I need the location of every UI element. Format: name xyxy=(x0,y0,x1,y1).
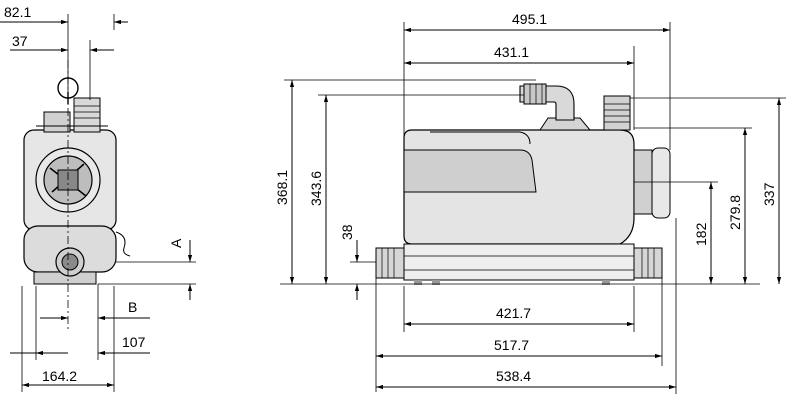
dim-a: A xyxy=(98,238,196,300)
dim-182: 182 xyxy=(634,181,718,284)
dim-279-8-label: 279.8 xyxy=(727,195,743,230)
dim-279-8: 279.8 xyxy=(634,127,752,284)
dim-82-1: 82.1 xyxy=(0,4,128,100)
dim-538-4: 538.4 xyxy=(376,218,677,394)
side-pump-body xyxy=(23,77,131,285)
dim-37: 37 xyxy=(10,33,114,100)
front-view: 495.1 431.1 368.1 343.6 38 xyxy=(274,11,786,394)
dim-421-7-label: 421.7 xyxy=(496,305,531,321)
dim-343-6: 343.6 xyxy=(308,94,524,284)
dim-431-1: 431.1 xyxy=(404,44,635,130)
dim-431-1-label: 431.1 xyxy=(494,44,529,60)
dim-164-2-label: 164.2 xyxy=(42,368,77,384)
dim-538-4-label: 538.4 xyxy=(496,368,531,384)
dim-517-7: 517.7 xyxy=(375,278,663,392)
front-pump-body xyxy=(375,83,671,285)
dim-495-1: 495.1 xyxy=(403,11,671,150)
dim-107-label: 107 xyxy=(122,334,146,350)
dim-37-label: 37 xyxy=(12,33,28,49)
dim-337-label: 337 xyxy=(761,182,777,206)
dim-517-7-label: 517.7 xyxy=(494,337,529,353)
dim-337: 337 xyxy=(630,97,786,284)
dim-b-label: B xyxy=(128,299,137,315)
dim-368-1-label: 368.1 xyxy=(274,170,290,205)
dim-368-1: 368.1 xyxy=(274,79,760,285)
dim-38-label: 38 xyxy=(339,224,355,240)
dim-421-7: 421.7 xyxy=(403,286,635,332)
dim-38: 38 xyxy=(339,224,376,300)
dim-b: B xyxy=(40,284,150,360)
dim-182-label: 182 xyxy=(693,222,709,246)
dim-495-1-label: 495.1 xyxy=(512,11,547,27)
dim-a-label: A xyxy=(168,238,184,248)
dim-82-1-label: 82.1 xyxy=(4,4,31,20)
dim-164-2: 164.2 xyxy=(21,286,115,392)
dim-107: 107 xyxy=(10,286,150,360)
dim-343-6-label: 343.6 xyxy=(308,171,324,206)
side-view: 82.1 37 A B xyxy=(0,4,196,392)
